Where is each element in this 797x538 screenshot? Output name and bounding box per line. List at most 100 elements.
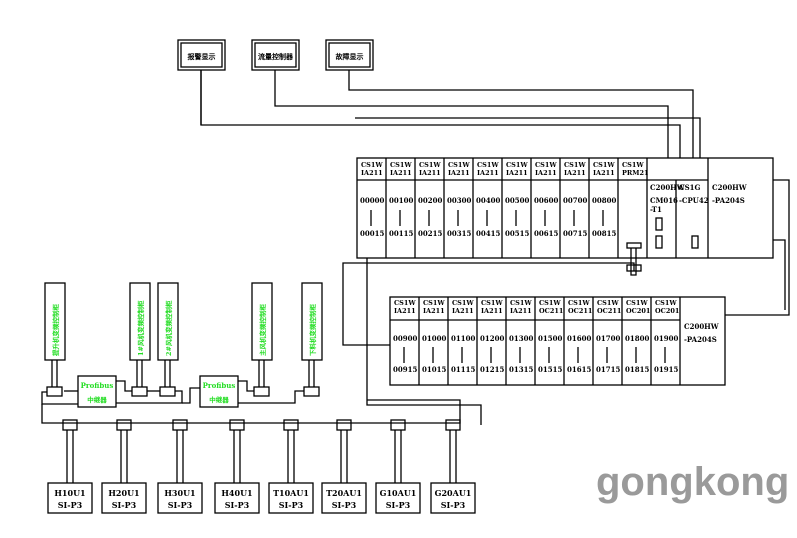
module-type: CS1W: [510, 299, 532, 307]
field-panel: [44, 282, 66, 361]
bus-connector: [445, 419, 461, 431]
bus-line: [116, 380, 132, 392]
module-type: IA211: [390, 169, 412, 177]
comm-module-label: C200HW: [650, 183, 685, 192]
drive-model: SI-P3: [168, 500, 193, 510]
address-start: 00500: [505, 196, 529, 205]
rack-2: [389, 296, 726, 386]
drive-unit: [214, 482, 260, 514]
address-end: 00415: [476, 229, 500, 238]
drive-model: SI-P3: [441, 500, 466, 510]
field-panel-label: 2#风机变频控制柜: [164, 300, 173, 356]
bus-connector: [159, 386, 176, 397]
module-type: OC211: [568, 307, 592, 315]
module-type: IA211: [506, 169, 528, 177]
field-panel: [157, 282, 179, 361]
bus-line: [238, 390, 304, 404]
cable: [342, 262, 635, 346]
address-start: 01300: [509, 334, 533, 343]
module-type: OC211: [539, 307, 563, 315]
module-type: IA211: [452, 307, 474, 315]
power-supply-label: -PA204S: [712, 196, 745, 205]
drive-name: T20AU1: [326, 488, 362, 498]
field-panel-label: 提升机变频控制柜: [51, 304, 60, 357]
bus-connector: [62, 419, 78, 431]
power-supply-label: -PA204S: [684, 335, 717, 344]
address-end: 00715: [563, 229, 587, 238]
address-start: 01100: [451, 334, 475, 343]
drive-unit: [430, 482, 476, 514]
bus-connector: [116, 419, 132, 431]
field-panel: [129, 282, 151, 361]
cable-alarm: [200, 70, 681, 158]
module-type: OC201: [626, 307, 650, 315]
top-panel-inner: [180, 42, 223, 68]
bus-connector: [283, 419, 299, 431]
drive-name: H20U1: [108, 488, 139, 498]
drive-unit: [101, 482, 147, 514]
module-type: CS1W: [361, 161, 383, 169]
field-panel-label: 1#风机变频控制柜: [136, 300, 145, 356]
module-type: CS1W: [535, 161, 557, 169]
profibus-cable: [630, 248, 637, 276]
address-end: 00915: [393, 365, 417, 374]
bus-connector: [229, 419, 245, 431]
bus-connector: [390, 419, 406, 431]
bus-connector: [172, 419, 188, 431]
address-end: 00615: [534, 229, 558, 238]
module-type: IA211: [477, 169, 499, 177]
bus-connector: [253, 386, 270, 397]
module-type: CS1W: [394, 299, 416, 307]
watermark: gongkong: [596, 460, 790, 504]
rack-1: [356, 157, 774, 259]
top-panel-label: 故障显示: [336, 52, 364, 61]
module-type: CS1W: [481, 299, 503, 307]
drive-model: SI-P3: [386, 500, 411, 510]
address-end: 01015: [422, 365, 446, 374]
drive-unit: [157, 482, 203, 514]
address-end: 01215: [480, 365, 504, 374]
address-start: 01000: [422, 334, 446, 343]
module-type: IA211: [423, 307, 445, 315]
bus-line: [182, 387, 200, 404]
address-start: 00400: [476, 196, 500, 205]
top-panel-label: 流量控制器: [258, 52, 294, 61]
module-type: CS1W: [626, 299, 648, 307]
port-icon: [655, 235, 663, 249]
bus-connector: [303, 386, 320, 397]
power-supply-label: C200HW: [684, 322, 719, 331]
module-type: CS1W: [597, 299, 619, 307]
drive-model: SI-P3: [279, 500, 304, 510]
address-start: 00900: [393, 334, 417, 343]
address-start: 00800: [592, 196, 616, 205]
module-type: CS1W: [622, 161, 644, 169]
module-type: CS1W: [539, 299, 561, 307]
bus-connector: [336, 419, 352, 431]
module-type: IA211: [481, 307, 503, 315]
cable: [366, 258, 482, 425]
cable-fault: [348, 70, 694, 158]
drive-name: H30U1: [164, 488, 195, 498]
bus-line: [238, 380, 254, 392]
cable: [355, 117, 701, 158]
module-type: CS1W: [452, 299, 474, 307]
port-icon: [655, 217, 663, 231]
drive-unit: [321, 482, 367, 514]
address-end: 00015: [360, 229, 384, 238]
address-start: 00600: [534, 196, 558, 205]
drive-model: SI-P3: [225, 500, 250, 510]
field-panel: [301, 282, 323, 361]
module-type: CS1W: [506, 161, 528, 169]
address-start: 00100: [389, 196, 413, 205]
top-panel-label: 报警显示: [188, 52, 216, 61]
field-panel: [251, 282, 273, 361]
address-end: 01915: [654, 365, 678, 374]
module-type: CS1W: [655, 299, 677, 307]
power-supply-label: C200HW: [712, 183, 747, 192]
repeater-label: Profibus: [81, 381, 114, 390]
cable-flow: [274, 70, 669, 158]
address-start: 01200: [480, 334, 504, 343]
module-type: CS1W: [568, 299, 590, 307]
address-end: 00315: [447, 229, 471, 238]
top-panel-inner: [328, 42, 371, 68]
